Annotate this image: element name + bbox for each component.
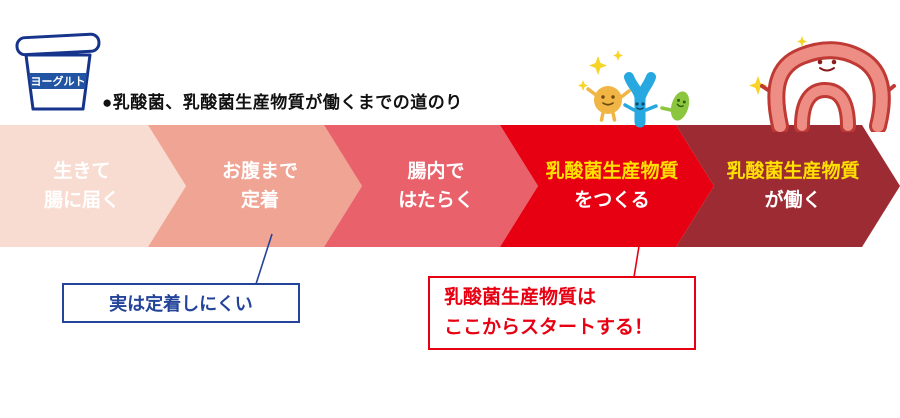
step-line1: 生きて (53, 160, 111, 182)
step-line2: が働く (764, 190, 822, 211)
sparkle-icon (589, 56, 607, 75)
callout-line1: 乳酸菌生産物質は (444, 286, 597, 308)
flow-step-reach-alive: 生きて 腸に届く (0, 125, 186, 247)
sparkle-icon (578, 80, 588, 91)
sparkle-icon (613, 50, 623, 61)
step-line1: お腹まで (221, 160, 298, 182)
intestine-character-icon (749, 36, 896, 132)
callout-starts-here: 乳酸菌生産物質は ここからスタートする！ (428, 276, 696, 350)
bacteria-characters-icon (578, 50, 690, 128)
yogurt-cup-icon: ヨーグルト (15, 32, 101, 111)
callout-text: 実は定着しにくい (109, 294, 253, 314)
sparkle-icon (749, 76, 767, 95)
step-line2: をつくる (574, 190, 650, 211)
step-line2: はたらく (398, 190, 474, 211)
step-line1: 乳酸菌生産物質 (726, 160, 860, 182)
callout-line2: ここからスタートする！ (444, 317, 654, 338)
sparkle-icon (797, 36, 807, 47)
step-line2: 腸に届く (43, 190, 120, 211)
page-title: ●乳酸菌、乳酸菌生産物質が働くまでの道のり (102, 93, 463, 112)
step-line1: 腸内で (407, 160, 465, 182)
yogurt-label: ヨーグルト (31, 74, 86, 88)
callout-hard-to-settle: 実は定着しにくい (62, 283, 300, 323)
flow-steps: 生きて 腸に届く お腹まで 定着 腸内で はたらく 乳酸菌生産物質 をつくる 乳… (0, 125, 900, 247)
step-line2: 定着 (240, 190, 279, 211)
step-line1: 乳酸菌生産物質 (545, 160, 679, 182)
